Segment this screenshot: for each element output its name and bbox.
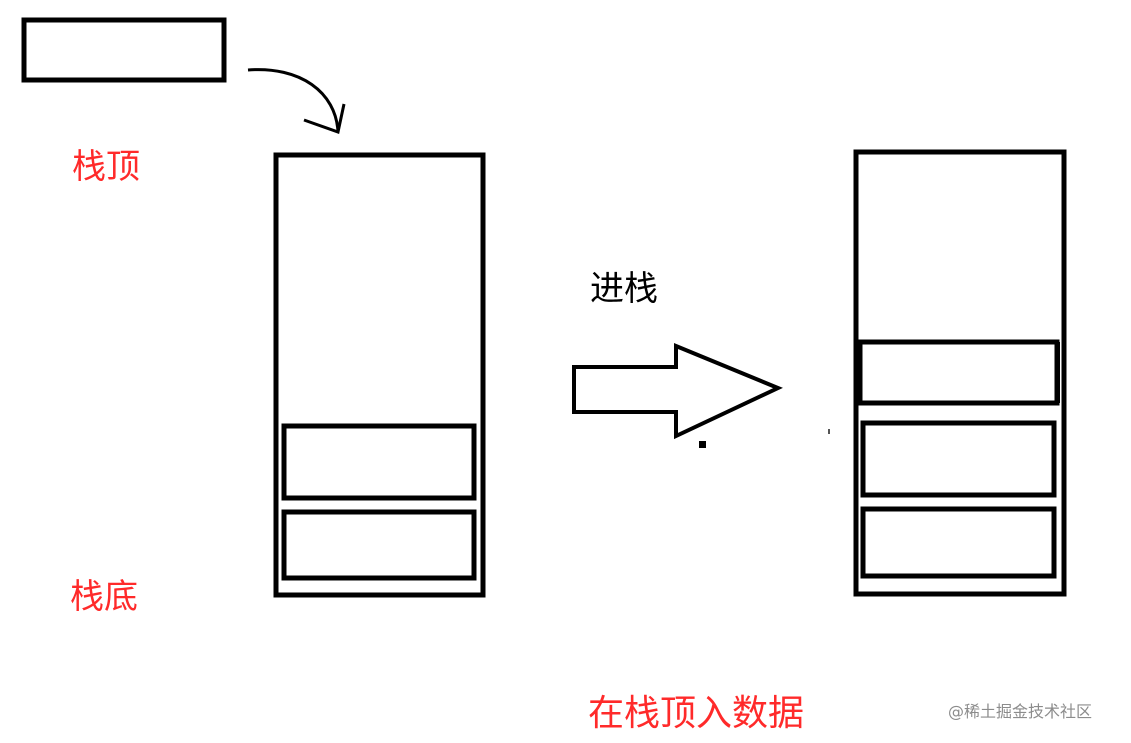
stack-top-label: 栈顶 (72, 147, 140, 187)
push-label: 进栈 (590, 269, 658, 309)
caption-label: 在栈顶入数据 (588, 693, 805, 734)
watermark-text: @稀土掘金技术社区 (948, 702, 1093, 721)
insert-curve-arrow (247, 68, 340, 133)
stack-after (853, 149, 1067, 597)
stack-after-element-2 (860, 506, 1057, 579)
stack-after-new-element (857, 339, 1060, 406)
stack-bottom-label: 栈底 (70, 577, 138, 617)
insert-curve-arrow-head (303, 103, 346, 134)
push-arrow (572, 343, 783, 440)
stray-mark-small (828, 429, 830, 434)
stack-before-element-2 (281, 509, 477, 581)
stack-before (273, 152, 486, 598)
incoming-element (21, 17, 227, 83)
stray-mark (699, 441, 706, 448)
stack-after-element-1 (860, 420, 1057, 498)
stack-before-element-1 (281, 423, 477, 501)
